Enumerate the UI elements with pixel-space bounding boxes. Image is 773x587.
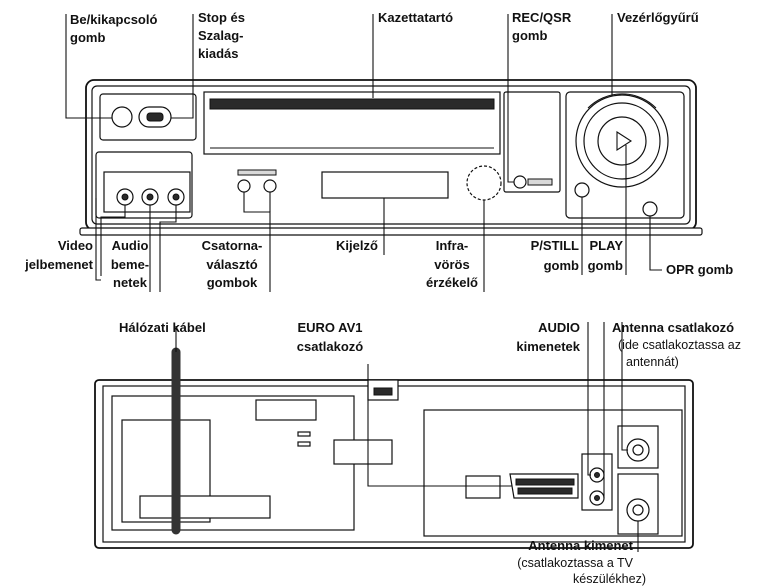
audio-outputs-leader [587,322,591,476]
antenna-in-leader [621,322,628,451]
rec-area [503,91,561,193]
channel-up-button [263,179,277,193]
vcr-front-base [79,227,703,236]
label-mains-cable: Hálózati kábel [119,320,206,335]
antenna-in-jack-core [632,444,644,456]
channel-buttons-leader [243,192,271,292]
play-icon [616,130,633,152]
back-slot-1 [297,431,311,437]
audio-in-jack-right-pin [172,193,180,201]
euro-av1-pins-bottom [517,487,573,495]
pstill-button [574,182,590,198]
opr-button [642,201,658,217]
power-button [111,106,133,128]
channel-button-plate [237,169,277,176]
audio-in-leader-right [159,205,177,292]
display-window [321,171,449,199]
back-center-clip-slot [373,387,393,396]
label-display: Kijelző [336,238,378,253]
video-in-leader-2 [100,205,126,276]
back-slot-2 [297,441,311,447]
euro-av1-pins-top [515,478,575,486]
label-antenna-out: Antenna kimenet [528,538,633,553]
audio-out-jack-right-pin [594,495,600,501]
play-button [597,116,647,166]
euro-av1-leader [367,364,512,487]
label-jog-ring: Vezérlőgyűrű [617,10,699,25]
stop-eject-leader [171,14,194,119]
channel-down-button [237,179,251,193]
label-opr: OPR gomb [666,262,733,277]
antenna-out-jack-core [632,504,644,516]
back-label-plate [255,399,317,421]
rec-qsr-leader [507,14,514,183]
label-cassette-holder: Kazettatartó [378,10,453,25]
jog-ring-scale [587,93,657,109]
opr-leader [649,216,662,271]
cassette-slot [209,98,495,110]
audio-out-jack-left-pin [594,472,600,478]
back-sticker [333,439,393,465]
video-in-jack-pin [121,193,129,201]
stop-eject-symbol [146,112,164,122]
euro-av1-label-plate [465,475,501,499]
back-bottom-plate [139,495,271,519]
power-button-leader [65,14,112,119]
video-in-leader [95,198,101,281]
rec-qsr-button [513,175,527,189]
rec-qsr-plate [527,178,553,186]
audio-in-jack-left-pin [146,193,154,201]
label-antenna-in: Antenna csatlakozó [612,320,734,335]
